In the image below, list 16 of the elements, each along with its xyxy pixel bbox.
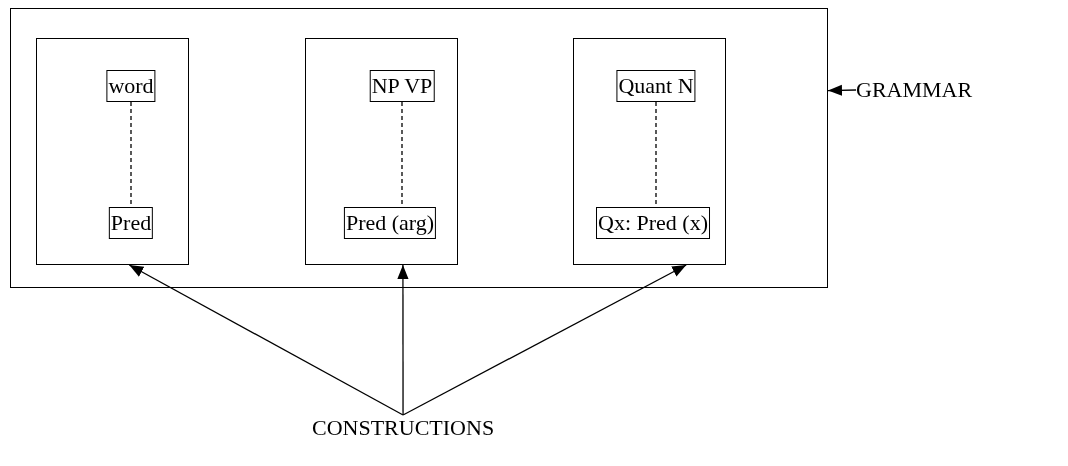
term-box: word xyxy=(106,70,156,102)
term-box: Pred (arg) xyxy=(343,207,437,239)
construction-box xyxy=(36,38,189,265)
term-box: Pred xyxy=(108,207,154,239)
construction-box xyxy=(573,38,726,265)
grammar-frame xyxy=(10,8,828,288)
term-box: NP VP xyxy=(369,70,435,102)
arrow xyxy=(827,84,857,96)
arrow xyxy=(402,264,687,416)
arrow xyxy=(397,264,409,416)
label-text: GRAMMAR xyxy=(856,77,973,103)
term-box: Quant N xyxy=(616,70,696,102)
label-text: CONSTRUCTIONS xyxy=(312,415,495,441)
arrow xyxy=(128,264,404,416)
construction-box xyxy=(305,38,458,265)
term-box: Qx: Pred (x) xyxy=(596,207,710,239)
